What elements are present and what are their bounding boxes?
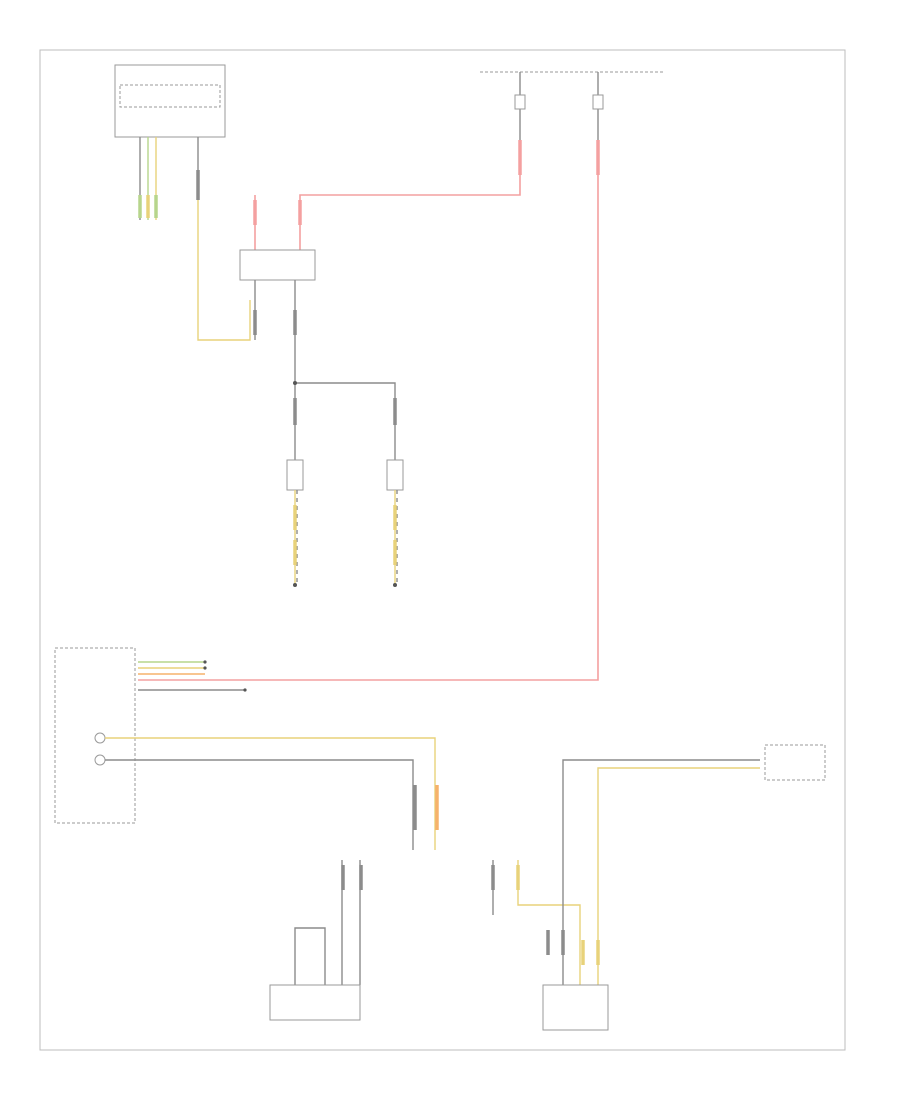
wire-fuse-a-to-switch [299,140,521,250]
wire-fuse-b-to-controller [138,140,599,681]
fuse-block [480,71,665,140]
lamp-left [286,459,304,587]
left-controller [54,647,247,824]
lamp-right [386,459,404,587]
top-left-module [114,64,226,220]
wire-segments [138,140,600,965]
wire-lamp-branch [294,380,396,460]
wire-top-module-to-switch [197,170,251,341]
pedal-switch [239,249,316,380]
diagram-frame [39,49,846,1051]
wire-controller-yellow [105,737,436,850]
wire-controller-gray [105,759,414,850]
switch-module-right [492,759,760,1031]
right-module [764,744,826,781]
switch-module-left [269,860,361,1021]
